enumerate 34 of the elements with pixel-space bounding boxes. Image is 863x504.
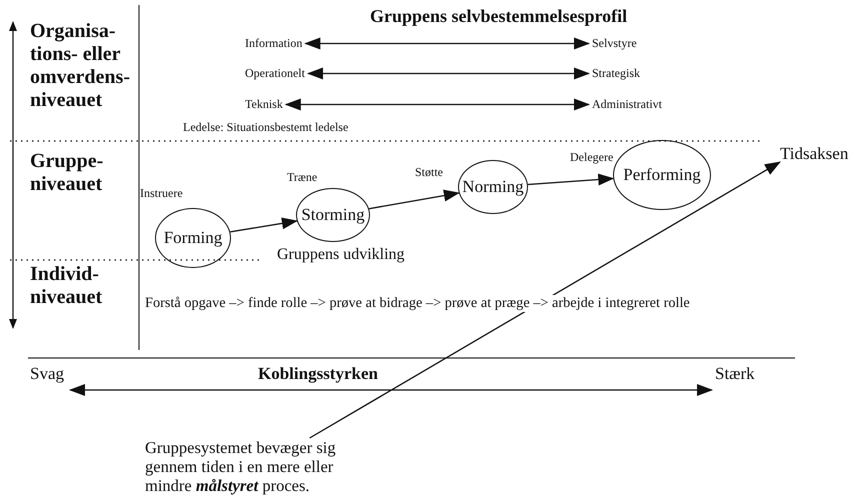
- process-sequence-text: Forstå opgave –> finde rolle –> prøve at bidrage –> prøve at præge –> arbejde i integreret rolle: [145, 295, 690, 312]
- caption-text: Gruppesystemet bevæger sig gennem tiden i en mere eller mindre målstyret proces.: [145, 438, 375, 495]
- scale-end-label: Stærk: [715, 362, 775, 386]
- leadership-style-label: Instruere: [140, 186, 183, 201]
- level-heading: Gruppe- niveauet: [30, 150, 104, 196]
- axis-title: Koblingsstyrken: [258, 364, 378, 384]
- scale-end-label: Svag: [30, 362, 70, 386]
- arrow: [284, 98, 590, 110]
- level-heading: Individ- niveauet: [30, 263, 104, 309]
- leadership-style-label: Støtte: [415, 165, 444, 180]
- arrow: [69, 384, 713, 396]
- section-caption: Gruppens udvikling: [277, 246, 405, 264]
- level-heading: Organisa- tions- eller omverdens- niveauet: [30, 20, 131, 112]
- arrow: [304, 38, 590, 50]
- leadership-style-label: Træne: [287, 170, 318, 185]
- scale-end-label: Selvstyre: [592, 34, 637, 53]
- scale-end-label: Administrativt: [592, 95, 662, 114]
- scale-end-label: Information: [245, 34, 302, 53]
- scale-end-label: Operationelt: [245, 64, 305, 83]
- diagram-title: Gruppens selvbestemmelsesprofil: [370, 6, 628, 27]
- arrow: [230, 217, 298, 233]
- scale-end-label: Strategisk: [592, 64, 640, 83]
- leadership-note: Ledelse: Situationsbestemt ledelse: [183, 120, 348, 135]
- stage-ellipse: Forming: [155, 208, 231, 268]
- scale-end-label: Tidsaksen: [780, 142, 848, 166]
- arrow: [309, 161, 781, 439]
- arrow: [528, 174, 614, 186]
- arrow: [368, 190, 460, 210]
- leadership-style-label: Delegere: [570, 150, 614, 165]
- stage-ellipse: Norming: [458, 160, 528, 214]
- arrow: [306, 68, 590, 80]
- stage-ellipse: Storming: [296, 188, 370, 242]
- stage-ellipse: Performing: [613, 140, 711, 210]
- scale-end-label: Teknisk: [245, 95, 283, 114]
